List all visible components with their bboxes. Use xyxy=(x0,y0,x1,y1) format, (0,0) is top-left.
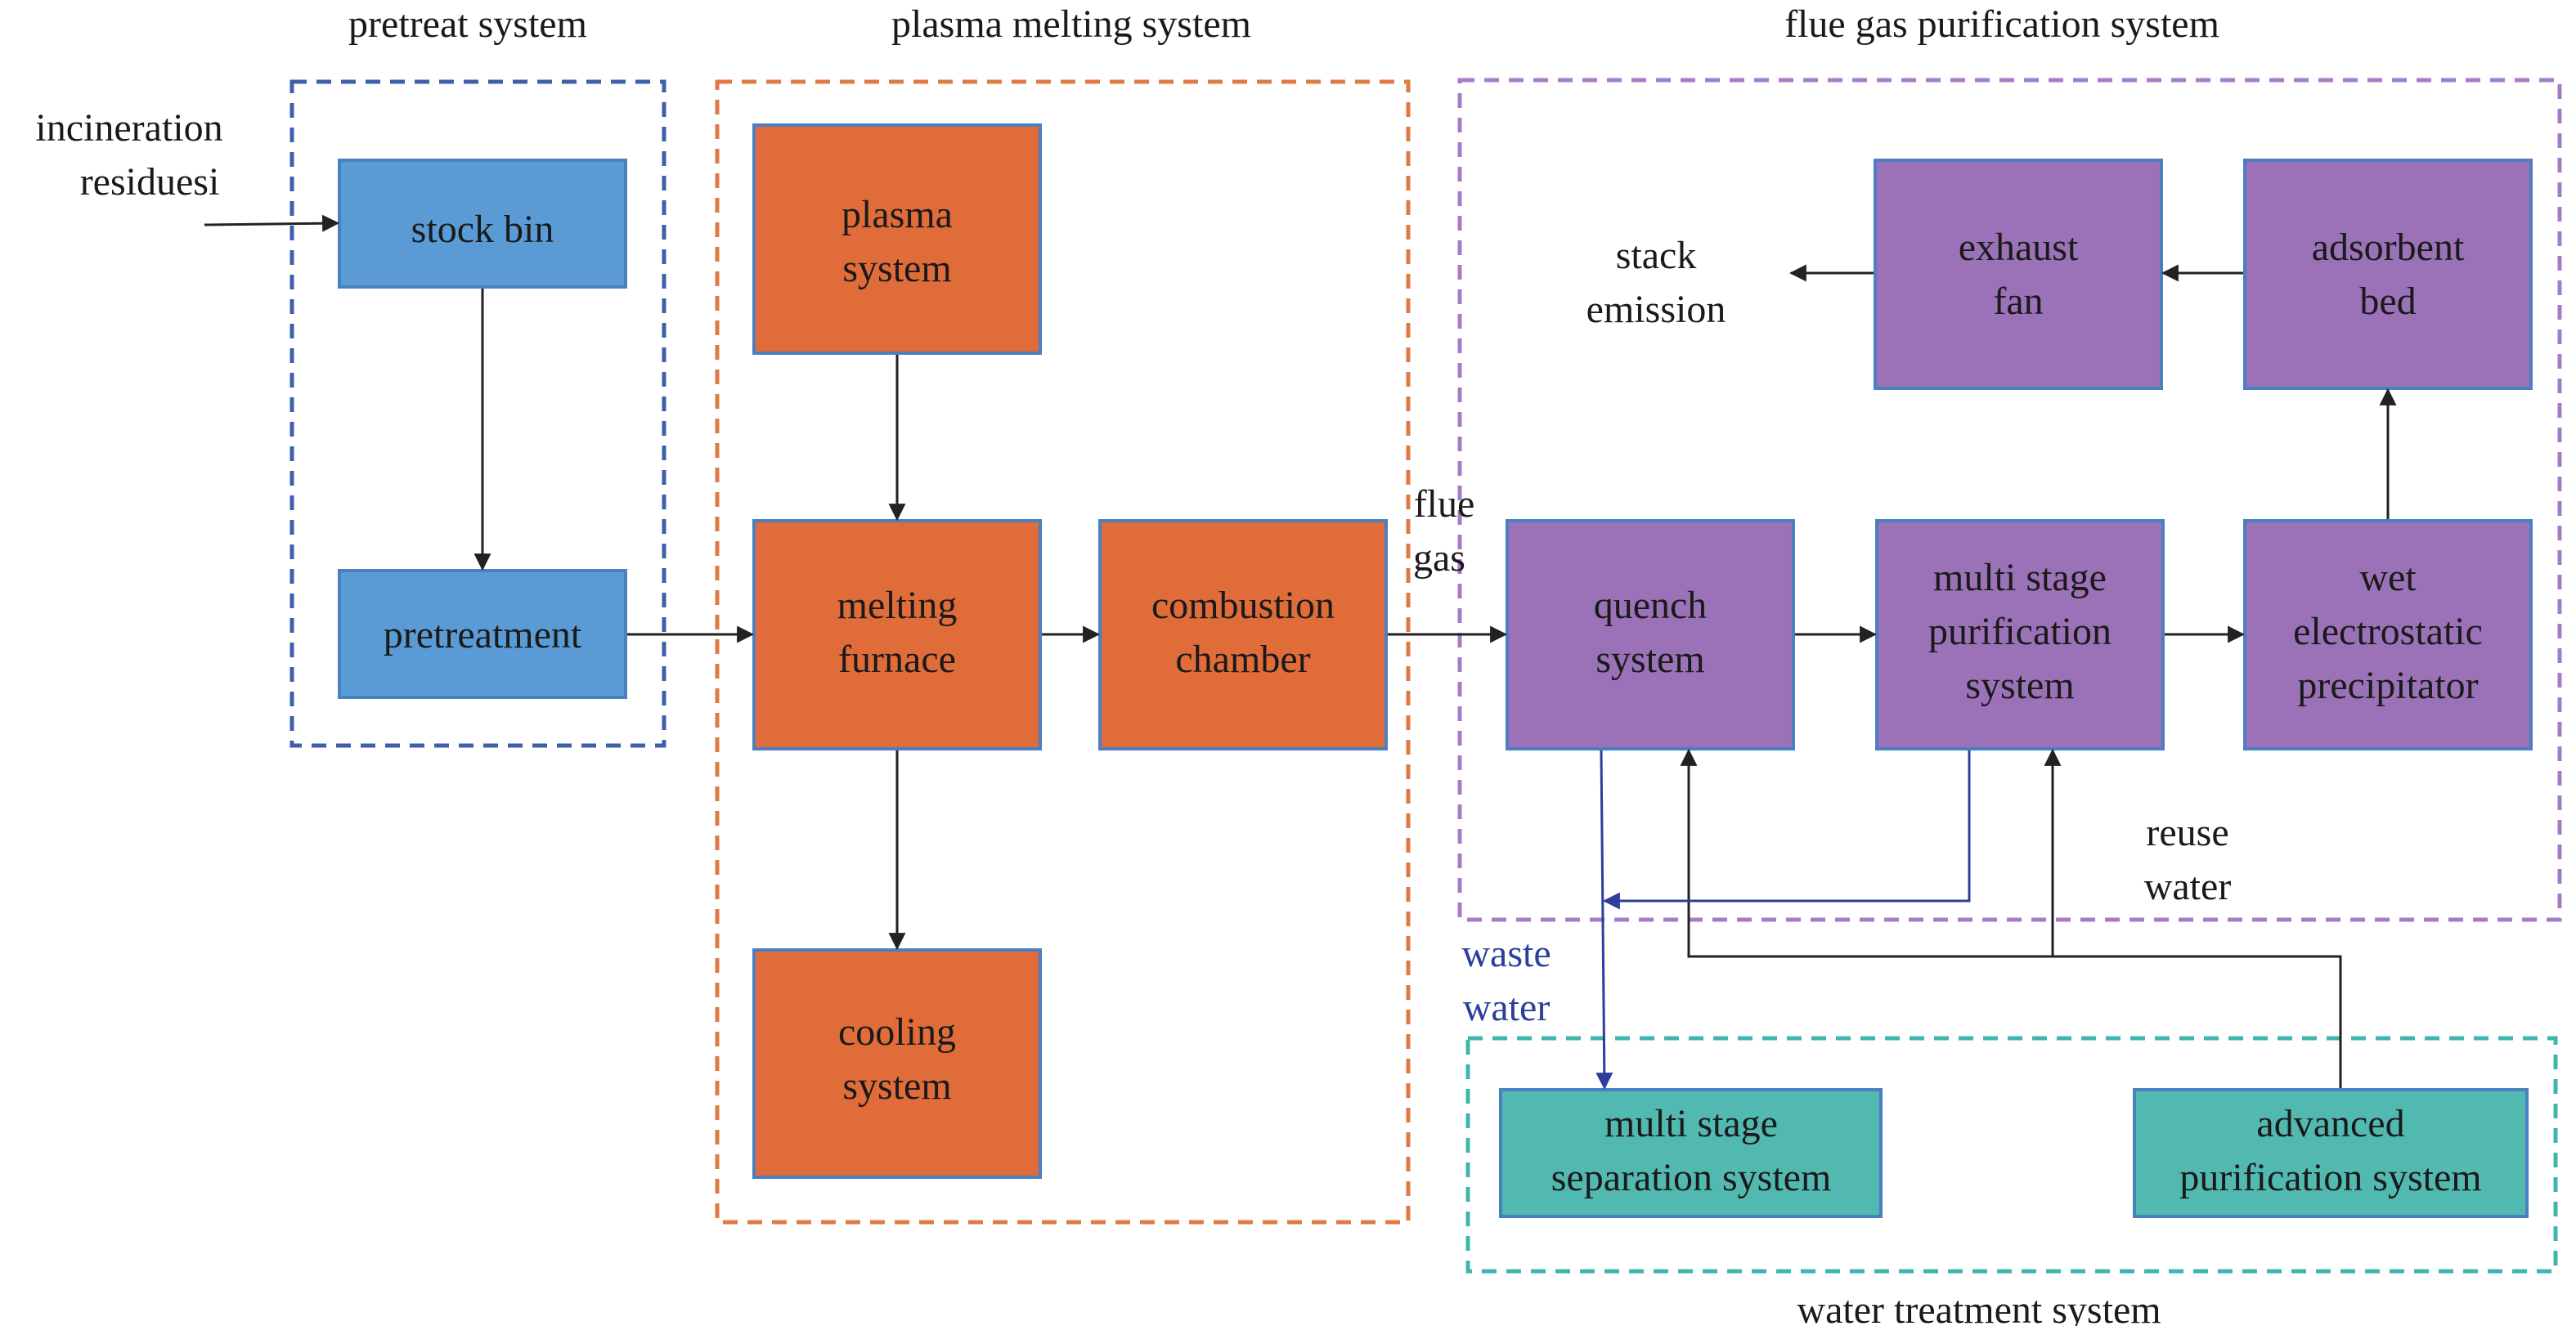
plasma-system-label-1: plasma xyxy=(841,193,953,236)
flue-gas-label-2: gas xyxy=(1413,536,1465,580)
melting-furnace-box: melting furnace xyxy=(752,519,1042,750)
waste-water-down-line xyxy=(1595,750,1613,1091)
melting-furnace-label-2: furnace xyxy=(838,638,956,681)
combustion-chamber-label-2: chamber xyxy=(1175,638,1310,681)
water-treatment-system-frame xyxy=(1465,1036,2558,1274)
stock-bin-label: stock bin xyxy=(411,208,554,251)
pretreat-system-title: pretreat system xyxy=(348,2,587,46)
pretreatment-box: pretreatment xyxy=(338,569,627,699)
stack-emission-label-2: emission xyxy=(1586,288,1726,331)
wet-esp-label-2: electrostatic xyxy=(2293,610,2483,653)
wet-esp-label-3: precipitator xyxy=(2297,664,2478,707)
flue-gas-purification-system-title: flue gas purification system xyxy=(1784,2,2219,46)
quench-system-box: quench system xyxy=(1506,519,1795,750)
advanced-purification-label-2: purification system xyxy=(2179,1156,2481,1199)
multi-stage-separation-box: multi stage separation system xyxy=(1499,1088,1883,1218)
quench-system-label-1: quench xyxy=(1594,584,1708,627)
adsorbent-bed-box: adsorbent bed xyxy=(2243,159,2533,390)
stock-bin-box: stock bin xyxy=(338,159,627,289)
exhaust-fan-label-2: fan xyxy=(1993,280,2043,323)
multi-stage-purification-label-2: purification xyxy=(1928,610,2112,653)
adsorbent-bed-label-2: bed xyxy=(2359,280,2416,323)
cooling-system-box: cooling system xyxy=(752,948,1042,1179)
advanced-purification-label-1: advanced xyxy=(2256,1102,2404,1145)
wet-esp-label-1: wet xyxy=(2359,556,2417,599)
pretreat-system-frame xyxy=(289,79,666,748)
pretreatment-label: pretreatment xyxy=(384,613,582,656)
plasma-system-label-2: system xyxy=(842,247,951,290)
reuse-water-line xyxy=(1680,748,2342,1088)
combustion-chamber-box: combustion chamber xyxy=(1098,519,1388,750)
advanced-purification-box: advanced purification system xyxy=(2133,1088,2529,1218)
adsorbent-bed-label-1: adsorbent xyxy=(2312,226,2465,269)
flue-gas-label-1: flue xyxy=(1414,482,1475,526)
combustion-chamber-label-1: combustion xyxy=(1151,584,1335,627)
input-label-incineration: incineration xyxy=(35,106,222,150)
multi-stage-purification-box: multi stage purification system xyxy=(1875,519,2165,750)
cooling-system-label-2: system xyxy=(842,1064,951,1108)
plasma-system-box: plasma system xyxy=(752,123,1042,355)
cooling-system-label-1: cooling xyxy=(838,1010,956,1054)
exhaust-fan-label-1: exhaust xyxy=(1959,226,2079,269)
reuse-water-label-1: reuse xyxy=(2146,811,2228,854)
waste-water-return-line xyxy=(1602,750,1971,910)
flue-gas-purification-system-frame xyxy=(1457,78,2562,922)
multi-stage-separation-label-1: multi stage xyxy=(1604,1102,1778,1145)
multi-stage-purification-label-3: system xyxy=(1965,664,2074,707)
multi-stage-separation-label-2: separation system xyxy=(1551,1156,1832,1199)
arrow-input-to-stock-bin xyxy=(204,214,340,232)
plasma-melting-system-title: plasma melting system xyxy=(891,2,1251,46)
exhaust-fan-box: exhaust fan xyxy=(1874,159,2163,390)
quench-system-label-2: system xyxy=(1595,638,1704,681)
input-label-residues: residuesi xyxy=(80,160,220,204)
melting-furnace-label-1: melting xyxy=(837,584,958,627)
wet-esp-box: wet electrostatic precipitator xyxy=(2243,519,2533,750)
waste-water-label-1: waste xyxy=(1461,932,1551,975)
stack-emission-label-1: stack xyxy=(1616,234,1697,277)
water-treatment-system-title: water treatment system xyxy=(1797,1288,2161,1326)
plasma-melting-system-frame xyxy=(715,79,1411,1225)
waste-water-label-2: water xyxy=(1463,986,1551,1029)
reuse-water-label-2: water xyxy=(2144,865,2232,908)
multi-stage-purification-label-1: multi stage xyxy=(1933,556,2107,599)
